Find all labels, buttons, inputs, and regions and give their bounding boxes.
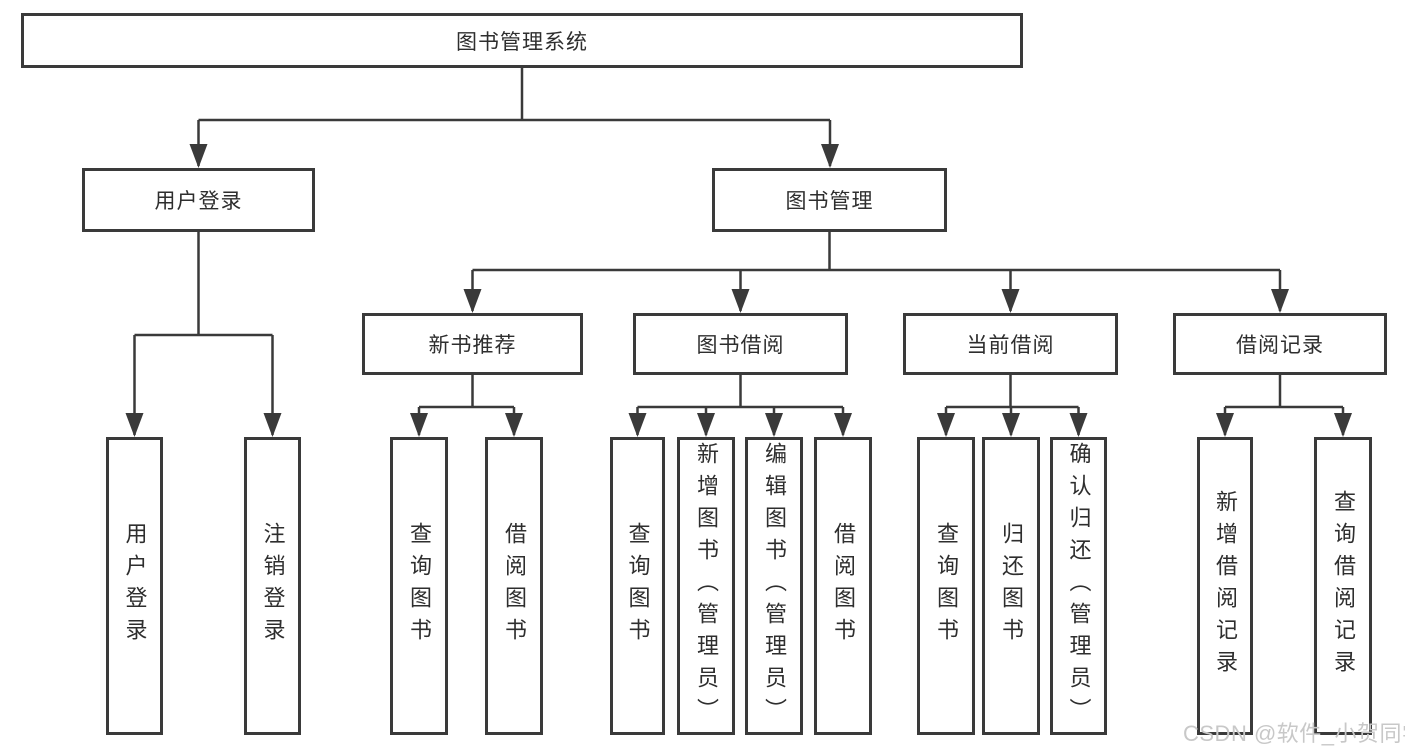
node-book-borrowing: 图书借阅 — [633, 313, 848, 375]
leaf-logout: 注销登录 — [244, 437, 301, 735]
leaf-borrow-books-recommend: 借阅图书 — [485, 437, 543, 735]
leaf-query-books-borrowing: 查询图书 — [610, 437, 665, 735]
leaf-return-books: 归还图书 — [982, 437, 1040, 735]
leaf-query-borrow-record: 查询借阅记录 — [1314, 437, 1372, 735]
node-book-management: 图书管理 — [712, 168, 947, 232]
node-new-book-recommend: 新书推荐 — [362, 313, 583, 375]
node-user-login: 用户登录 — [82, 168, 315, 232]
watermark: CSDN @软件_小贺同学 — [1183, 721, 1405, 746]
leaf-edit-books-admin: 编辑图书（管理员） — [745, 437, 803, 735]
node-current-borrowing: 当前借阅 — [903, 313, 1118, 375]
leaf-add-borrow-record: 新增借阅记录 — [1197, 437, 1253, 735]
leaf-add-books-admin: 新增图书（管理员） — [677, 437, 735, 735]
leaf-query-books-recommend: 查询图书 — [390, 437, 448, 735]
leaf-user-login: 用户登录 — [106, 437, 163, 735]
node-library-management-system: 图书管理系统 — [21, 13, 1023, 68]
leaf-query-books-current: 查询图书 — [917, 437, 975, 735]
node-borrowing-records: 借阅记录 — [1173, 313, 1387, 375]
arrowheads — [125, 144, 1352, 437]
leaf-borrow-books-borrowing: 借阅图书 — [814, 437, 872, 735]
leaf-confirm-return-admin: 确认归还（管理员） — [1050, 437, 1107, 735]
